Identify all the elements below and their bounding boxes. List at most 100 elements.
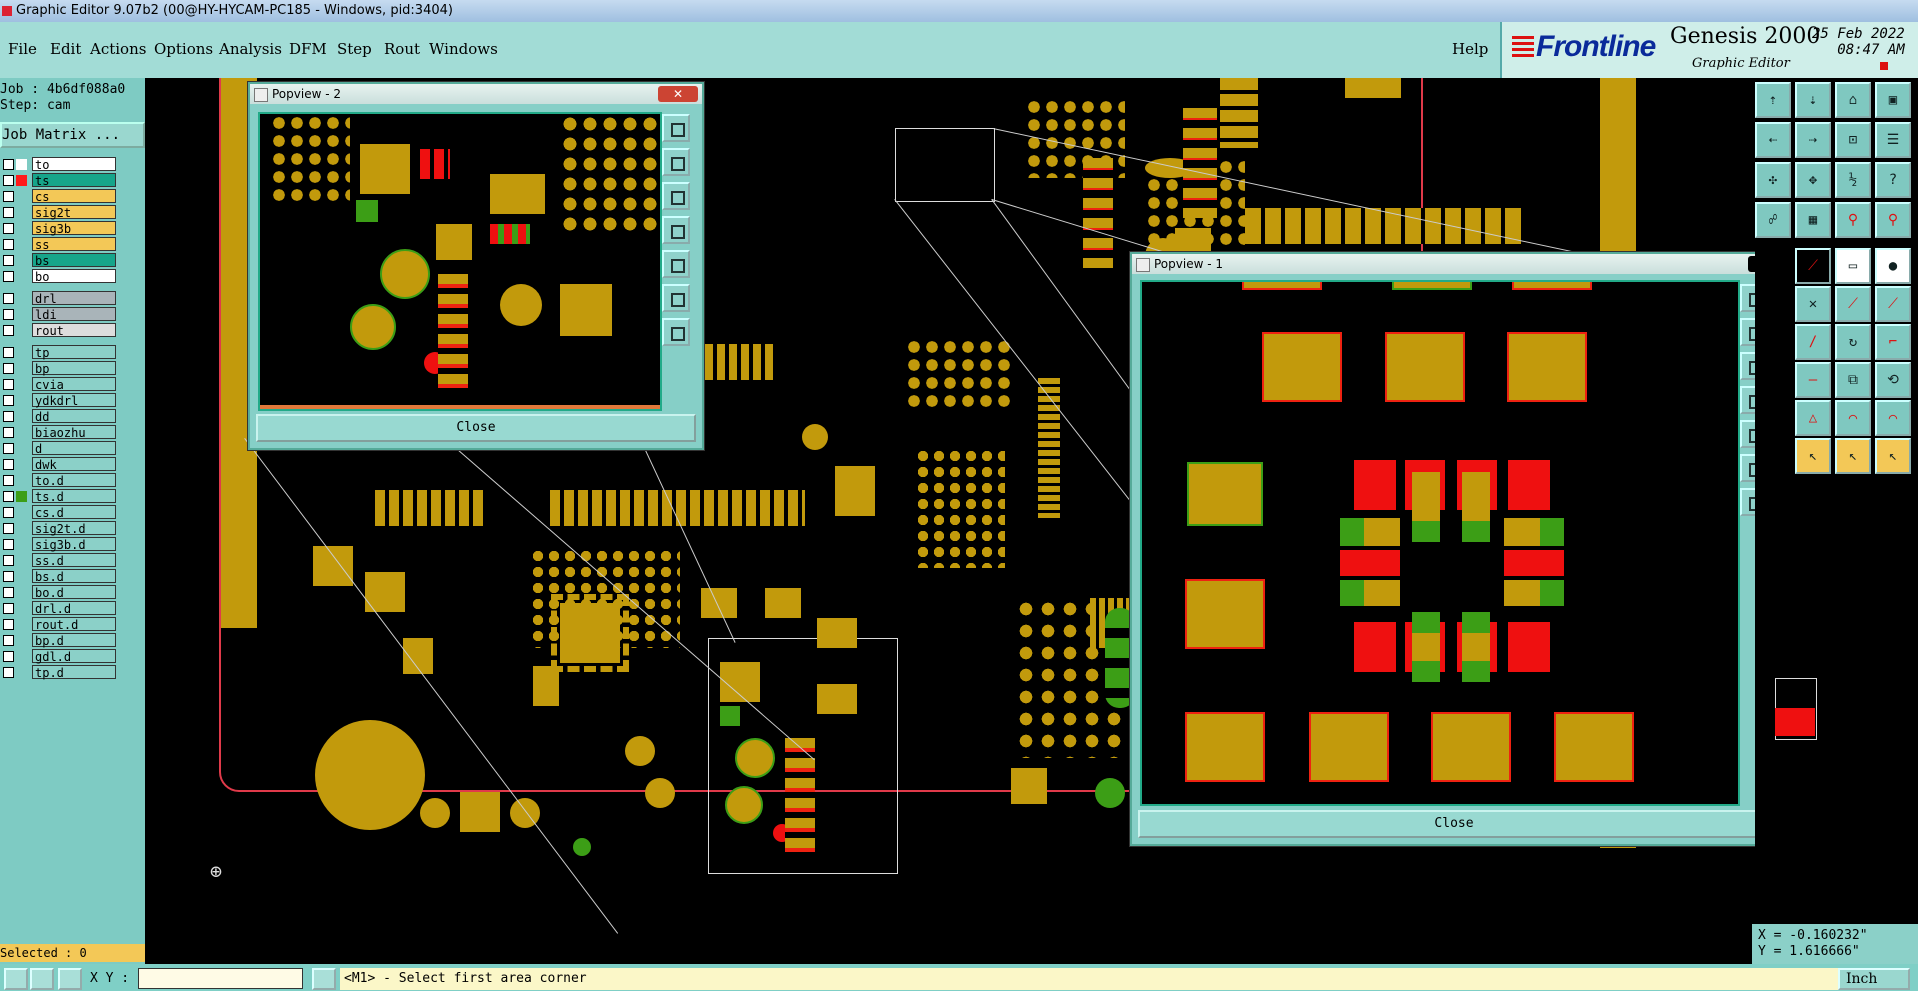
- layer-row-sig3b-d[interactable]: sig3b.d: [0, 536, 118, 552]
- tool-zoom-in-icon[interactable]: ✥: [1795, 162, 1831, 198]
- layer-name[interactable]: tp.d: [32, 665, 116, 680]
- layer-row-drl-d[interactable]: drl.d: [0, 600, 118, 616]
- popview-2-view[interactable]: [258, 112, 662, 411]
- layer-checkbox[interactable]: [3, 619, 14, 630]
- layer-checkbox[interactable]: [3, 293, 14, 304]
- layer-checkbox[interactable]: [3, 363, 14, 374]
- menu-actions[interactable]: Actions: [90, 40, 147, 58]
- tool-fit-icon[interactable]: ▣: [1875, 82, 1911, 118]
- layer-checkbox[interactable]: [3, 411, 14, 422]
- layer-name[interactable]: cvia: [32, 377, 116, 392]
- layer-row-biaozhu[interactable]: biaozhu: [0, 424, 118, 440]
- layer-checkbox[interactable]: [3, 507, 14, 518]
- layer-name[interactable]: sig3b.d: [32, 537, 116, 552]
- layer-name[interactable]: dd: [32, 409, 116, 424]
- tool-line-icon[interactable]: /: [1795, 324, 1831, 360]
- layer-name[interactable]: bs: [32, 253, 116, 268]
- layer-row-ts-d[interactable]: ts.d: [0, 488, 118, 504]
- layer-name[interactable]: ldi: [32, 307, 116, 322]
- tool-select-net-icon[interactable]: ↖: [1835, 438, 1871, 474]
- layer-name[interactable]: dwk: [32, 457, 116, 472]
- layer-checkbox[interactable]: [3, 347, 14, 358]
- tool-route-icon[interactable]: ⚲: [1835, 202, 1871, 238]
- layer-checkbox[interactable]: [3, 571, 14, 582]
- layer-row-to-d[interactable]: to.d: [0, 472, 118, 488]
- menu-help[interactable]: Help: [1452, 40, 1489, 58]
- popview-2-close-button[interactable]: Close: [256, 414, 696, 442]
- layer-row-rout[interactable]: rout: [0, 322, 118, 338]
- layer-name[interactable]: ss: [32, 237, 116, 252]
- layer-row-d[interactable]: d: [0, 440, 118, 456]
- layer-name[interactable]: sig2t: [32, 205, 116, 220]
- tool-rotate-icon[interactable]: ⟲: [1875, 362, 1911, 398]
- layer-name[interactable]: ss.d: [32, 553, 116, 568]
- tool-select-icon[interactable]: ↖: [1795, 438, 1831, 474]
- layer-row-rout-d[interactable]: rout.d: [0, 616, 118, 632]
- layer-row-sig2t-d[interactable]: sig2t.d: [0, 520, 118, 536]
- tool-delete-icon[interactable]: ✕: [1795, 286, 1831, 322]
- layer-row-tp[interactable]: tp: [0, 344, 118, 360]
- tool-arch-icon[interactable]: ⌒: [1835, 400, 1871, 436]
- layer-name[interactable]: sig2t.d: [32, 521, 116, 536]
- tool-zoom-half-icon[interactable]: ½: [1835, 162, 1871, 198]
- tool-help-icon[interactable]: ?: [1875, 162, 1911, 198]
- layer-name[interactable]: bo: [32, 269, 116, 284]
- layer-name[interactable]: gdl.d: [32, 649, 116, 664]
- layer-checkbox[interactable]: [3, 159, 14, 170]
- layer-checkbox[interactable]: [3, 443, 14, 454]
- layer-checkbox[interactable]: [3, 651, 14, 662]
- layer-name[interactable]: cs.d: [32, 505, 116, 520]
- tool-connect-icon[interactable]: ⟋: [1835, 286, 1871, 322]
- layer-name[interactable]: drl: [32, 291, 116, 306]
- tool-arc-icon[interactable]: ↻: [1835, 324, 1871, 360]
- layer-name[interactable]: rout: [32, 323, 116, 338]
- layer-checkbox[interactable]: [3, 379, 14, 390]
- layer-row-ts[interactable]: ts: [0, 172, 118, 188]
- menu-analysis[interactable]: Analysis: [219, 40, 282, 58]
- layer-name[interactable]: bp.d: [32, 633, 116, 648]
- layer-name[interactable]: biaozhu: [32, 425, 116, 440]
- popview-2-tool-7[interactable]: [662, 318, 690, 346]
- layer-name[interactable]: bo.d: [32, 585, 116, 600]
- layer-row-bo-d[interactable]: bo.d: [0, 584, 118, 600]
- layer-name[interactable]: to.d: [32, 473, 116, 488]
- layer-row-sig2t[interactable]: sig2t: [0, 204, 118, 220]
- layer-row-bp-d[interactable]: bp.d: [0, 632, 118, 648]
- layer-row-sig3b[interactable]: sig3b: [0, 220, 118, 236]
- layer-checkbox[interactable]: [3, 191, 14, 202]
- layer-checkbox[interactable]: [3, 635, 14, 646]
- popview-1-titlebar[interactable]: Popview - 1: [1132, 254, 1776, 274]
- layer-checkbox[interactable]: [3, 603, 14, 614]
- layer-name[interactable]: sig3b: [32, 221, 116, 236]
- layer-checkbox[interactable]: [3, 539, 14, 550]
- layer-row-ss-d[interactable]: ss.d: [0, 552, 118, 568]
- window-menu-icon[interactable]: [1136, 258, 1150, 272]
- layer-checkbox[interactable]: [3, 309, 14, 320]
- tool-net-icon[interactable]: ⚲: [1875, 202, 1911, 238]
- layer-name[interactable]: d: [32, 441, 116, 456]
- layer-name[interactable]: ts: [32, 173, 116, 188]
- status-grid-button[interactable]: [58, 968, 82, 990]
- layer-checkbox[interactable]: [3, 459, 14, 470]
- layer-row-cs[interactable]: cs: [0, 188, 118, 204]
- popview-2-titlebar[interactable]: Popview - 2: [250, 84, 702, 104]
- popview-2-tool-6[interactable]: [662, 284, 690, 312]
- tool-select-area-icon[interactable]: ↖: [1875, 438, 1911, 474]
- layer-name[interactable]: tp: [32, 345, 116, 360]
- menu-rout[interactable]: Rout: [384, 40, 421, 58]
- layer-checkbox[interactable]: [3, 587, 14, 598]
- layer-row-dwk[interactable]: dwk: [0, 456, 118, 472]
- tool-pan-right-icon[interactable]: ⇢: [1795, 122, 1831, 158]
- popview-1-view[interactable]: [1140, 280, 1740, 806]
- menu-file[interactable]: File: [8, 40, 37, 58]
- window-menu-icon[interactable]: [254, 88, 268, 102]
- layer-checkbox[interactable]: [3, 491, 14, 502]
- tool-pan-down-icon[interactable]: ⇣: [1795, 82, 1831, 118]
- status-measure-button[interactable]: [30, 968, 54, 990]
- layer-row-ss[interactable]: ss: [0, 236, 118, 252]
- layer-row-ldi[interactable]: ldi: [0, 306, 118, 322]
- tool-pan-left-icon[interactable]: ⇠: [1755, 122, 1791, 158]
- popview-1-close-button[interactable]: Close: [1138, 810, 1770, 838]
- layer-checkbox[interactable]: [3, 523, 14, 534]
- status-snap-button[interactable]: [4, 968, 28, 990]
